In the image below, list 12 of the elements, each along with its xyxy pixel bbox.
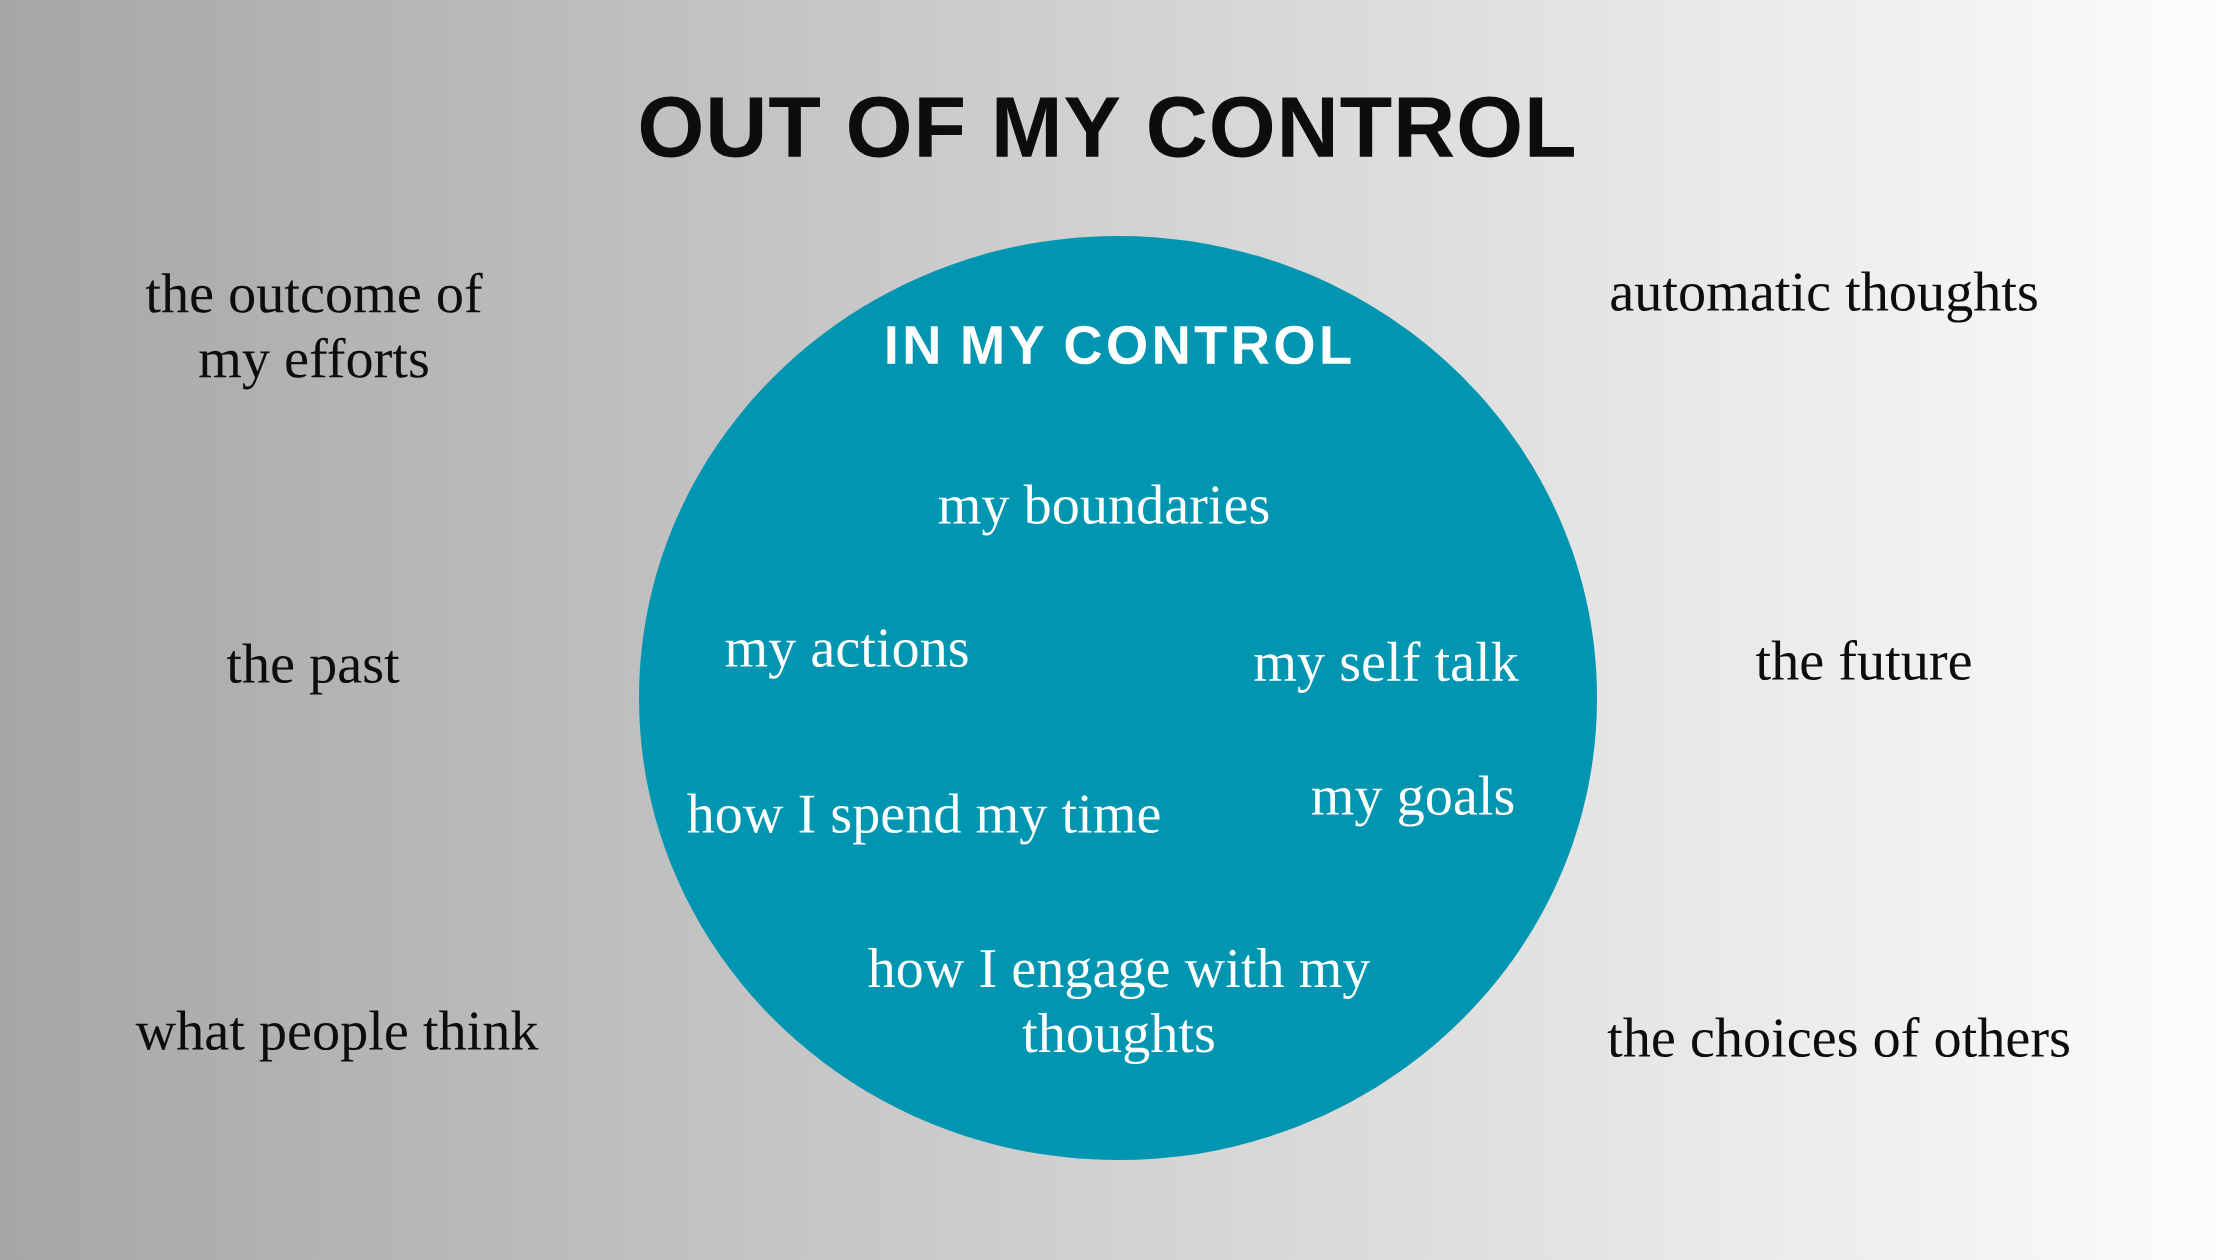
circle-heading: IN MY CONTROL <box>887 325 1351 365</box>
title: OUT OF MY CONTROL <box>640 96 1574 158</box>
item-label: the outcome of my efforts <box>145 272 483 390</box>
item-label: the future <box>1756 639 1971 681</box>
item-label: how I engage with my thoughts <box>868 947 1371 1065</box>
item-label: what people think <box>135 1010 539 1062</box>
item-label: how I spend my time <box>687 793 1160 845</box>
item-label: the past <box>226 643 400 695</box>
item-label: my actions <box>725 629 968 679</box>
item-label: my goals <box>1311 775 1514 827</box>
item-label: my boundaries <box>938 484 1269 536</box>
item-label: my self talk <box>1254 641 1519 693</box>
